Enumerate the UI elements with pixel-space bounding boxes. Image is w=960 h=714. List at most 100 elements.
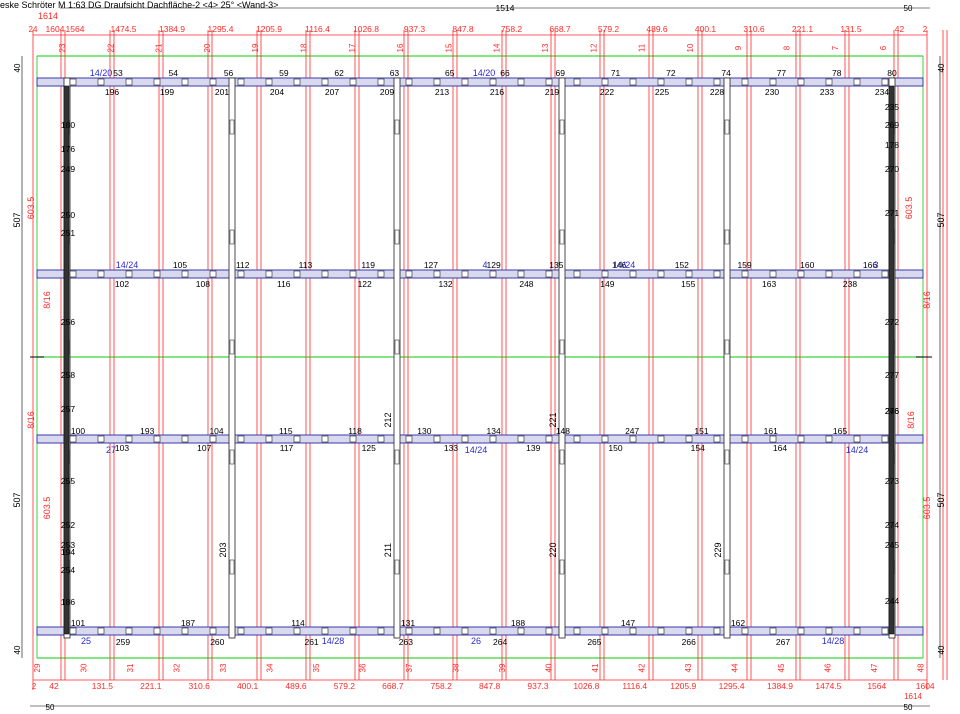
bottom-dim-value: 131.5 [92, 681, 114, 691]
bottom-dim-last: 1614 [904, 692, 922, 701]
bottom-dim-value: 1564 [867, 681, 886, 691]
fastener [461, 435, 469, 443]
fastener [685, 270, 693, 278]
fastener [517, 627, 525, 635]
fastener [545, 435, 553, 443]
bottom-line-number: 42 [638, 663, 647, 672]
right-816-bottom: 8/16 [906, 411, 916, 429]
left-column-label: 194 [61, 547, 75, 557]
fastener [237, 627, 245, 635]
rafter4-top-label: 187 [181, 618, 195, 628]
fastener [629, 78, 637, 86]
fastener [545, 270, 553, 278]
fastener [153, 435, 161, 443]
fastener [97, 435, 105, 443]
top-dim-value: 937.3 [404, 24, 426, 34]
right-column-label: 246 [885, 406, 899, 416]
rafter2-bottom-label: 132 [438, 279, 452, 289]
profile-label: 27 [106, 445, 116, 455]
fastener [433, 627, 441, 635]
right-dim-507-top: 507 [936, 212, 946, 227]
edge-dim-top-right: 50 [904, 4, 913, 13]
right-column-label: 274 [885, 520, 899, 530]
right-column-label: 276 [885, 406, 899, 416]
bottom-dim-first: 2 [32, 682, 37, 691]
fastener [797, 270, 805, 278]
bottom-dim-value: 847.8 [479, 681, 501, 691]
profile-label: 26 [471, 636, 481, 646]
top-line-number: 21 [155, 43, 164, 52]
bottom-dim-value: 310.6 [189, 681, 211, 691]
fastener [209, 78, 217, 86]
fastener [349, 270, 357, 278]
rafter1-top-label: 56 [224, 68, 234, 78]
fastener [293, 78, 301, 86]
rafter-beam [36, 269, 924, 279]
right-column-label: 245 [885, 540, 899, 550]
rafter1-bottom-label: 196 [105, 87, 119, 97]
right-816-top: 8/16 [922, 291, 932, 309]
rafter1-top-label: 66 [500, 68, 510, 78]
fastener [853, 78, 861, 86]
left-column-label: 258 [61, 370, 75, 380]
fastener [685, 435, 693, 443]
left-red-dim-top: 603.5 [26, 197, 36, 220]
bottom-dim-value: 400.1 [237, 681, 259, 691]
rafter1-bottom-label: 204 [270, 87, 284, 97]
right-column-label: 178 [885, 140, 899, 150]
left-column-label: 256 [61, 317, 75, 327]
bottom-line-number: 36 [359, 663, 368, 672]
fastener [825, 435, 833, 443]
fastener [321, 627, 329, 635]
fastener [405, 435, 413, 443]
rafter1-top-label: 65 [445, 68, 455, 78]
rafter1-bottom-label: 199 [160, 87, 174, 97]
rafter2-top-label: 159 [737, 260, 751, 270]
top-line-number: 23 [58, 43, 67, 52]
rafter1-bottom-label: 230 [765, 87, 779, 97]
bottom-line-number: 46 [824, 663, 833, 672]
rafter1-bottom-label: 219 [545, 87, 559, 97]
top-line-number: 11 [638, 43, 647, 52]
rafter2-top-label: 119 [361, 260, 375, 270]
bottom-line-number: 38 [452, 663, 461, 672]
rafter4-top-label: 188 [511, 618, 525, 628]
top-dim-value: 1384.9 [159, 24, 185, 34]
fastener [461, 78, 469, 86]
top-dim-value: 668.7 [549, 24, 571, 34]
right-column-label: 272 [885, 317, 899, 327]
rafter3-bottom-label: 103 [115, 443, 129, 453]
bottom-line-number: 34 [266, 663, 275, 672]
fastener [825, 270, 833, 278]
top-line-number: 6 [879, 45, 888, 50]
rafter4-bottom-label: 261 [304, 637, 318, 647]
bottom-line-number: 31 [126, 663, 135, 672]
bottom-line-number: 48 [917, 663, 926, 672]
top-line-number: 18 [300, 43, 309, 52]
column-notch [394, 229, 400, 245]
vertical-column [723, 77, 731, 639]
fastener [601, 627, 609, 635]
right-column-label: 269 [885, 120, 899, 130]
fastener [853, 627, 861, 635]
fastener [629, 435, 637, 443]
fastener [769, 78, 777, 86]
rafter1-top-label: 59 [279, 68, 289, 78]
top-dim-last: 2 [923, 25, 928, 34]
fastener [573, 78, 581, 86]
fastener [741, 627, 749, 635]
fastener [265, 627, 273, 635]
column-notch [394, 449, 400, 465]
top-line-number: 15 [444, 43, 453, 52]
rafter3-bottom-label: 117 [280, 443, 294, 453]
right-dim-507-bottom: 507 [936, 492, 946, 507]
fastener [69, 435, 77, 443]
rafter3-top-label: 130 [417, 426, 431, 436]
column-notch [724, 339, 730, 355]
rafter1-bottom-label: 234 [875, 87, 889, 97]
profile-label: 14/24 [465, 445, 488, 455]
fastener [545, 78, 553, 86]
fastener [97, 270, 105, 278]
bottom-dim-value: 579.2 [334, 681, 356, 691]
fastener [181, 78, 189, 86]
